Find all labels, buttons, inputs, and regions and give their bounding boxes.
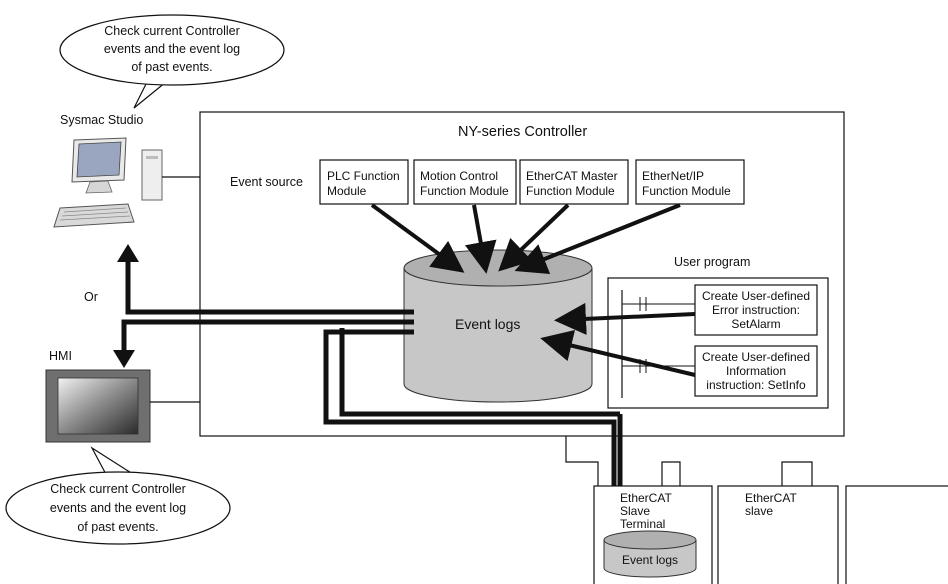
module-motion-control: Motion Control Function Module (413, 159, 517, 205)
svg-text:Function Module: Function Module (420, 184, 509, 198)
speech-bubble-bottom: Check current Controller events and the … (5, 446, 231, 545)
user-program-label: User program (674, 255, 750, 269)
hmi-label: HMI (49, 349, 72, 363)
module-ethernet-ip: EtherNet/IP Function Module (635, 159, 745, 205)
event-logs-label: Event logs (455, 316, 520, 332)
svg-text:EtherCAT: EtherCAT (745, 491, 797, 505)
svg-text:Create User-defined: Create User-defined (702, 350, 810, 364)
speech-top-line-2: events and the event log (104, 42, 240, 56)
module-ethercat-master: EtherCAT Master Function Module (519, 159, 629, 205)
svg-text:Information: Information (726, 364, 786, 378)
hmi-panel-icon (45, 369, 151, 443)
speech-top-line-1: Check current Controller (104, 24, 239, 38)
arrow-down-icon (113, 350, 135, 368)
terminal-event-logs-label: Event logs (622, 553, 678, 567)
module-plc: PLC Function Module (319, 159, 409, 205)
or-label: Or (84, 290, 98, 304)
ethercat-line-1 (565, 436, 599, 486)
event-source-label: Event source (230, 175, 303, 189)
svg-text:EtherNet/IP: EtherNet/IP (642, 169, 704, 183)
speech-top-line-3: of past events. (131, 60, 212, 74)
svg-text:Motion Control: Motion Control (420, 169, 498, 183)
ethercat-slave-extra (845, 485, 948, 584)
speech-bottom-line-3: of past events. (77, 520, 158, 534)
svg-text:Error instruction:: Error instruction: (712, 303, 800, 317)
speech-bubble-top: Check current Controller events and the … (59, 14, 285, 109)
svg-text:PLC Function: PLC Function (327, 169, 400, 183)
svg-text:Create User-defined: Create User-defined (702, 289, 810, 303)
setinfo-box: Create User-defined Information instruct… (694, 345, 818, 397)
svg-text:EtherCAT Master: EtherCAT Master (526, 169, 618, 183)
speech-bottom-line-2: events and the event log (50, 501, 186, 515)
svg-text:SetAlarm: SetAlarm (731, 317, 780, 331)
svg-text:Function Module: Function Module (642, 184, 731, 198)
svg-text:Function Module: Function Module (526, 184, 615, 198)
svg-text:Slave: Slave (620, 504, 650, 518)
computer-icon (53, 137, 163, 228)
setalarm-box: Create User-defined Error instruction: S… (694, 284, 818, 336)
ethercat-line-3 (781, 461, 813, 486)
svg-text:instruction: SetInfo: instruction: SetInfo (706, 378, 806, 392)
ethercat-slave: EtherCAT slave (717, 485, 839, 584)
svg-text:Module: Module (327, 184, 367, 198)
speech-bottom-line-1: Check current Controller (50, 482, 185, 496)
svg-text:Terminal: Terminal (620, 517, 665, 531)
event-logs-cylinder: Event logs (403, 249, 593, 403)
controller-title: NY-series Controller (458, 124, 587, 140)
sysmac-studio-label: Sysmac Studio (60, 113, 143, 127)
svg-text:EtherCAT: EtherCAT (620, 491, 672, 505)
ethercat-slave-terminal: EtherCAT Slave Terminal Event logs (593, 485, 713, 584)
svg-text:slave: slave (745, 504, 773, 518)
ethercat-line-2 (661, 461, 681, 486)
arrow-up-icon (117, 244, 139, 262)
